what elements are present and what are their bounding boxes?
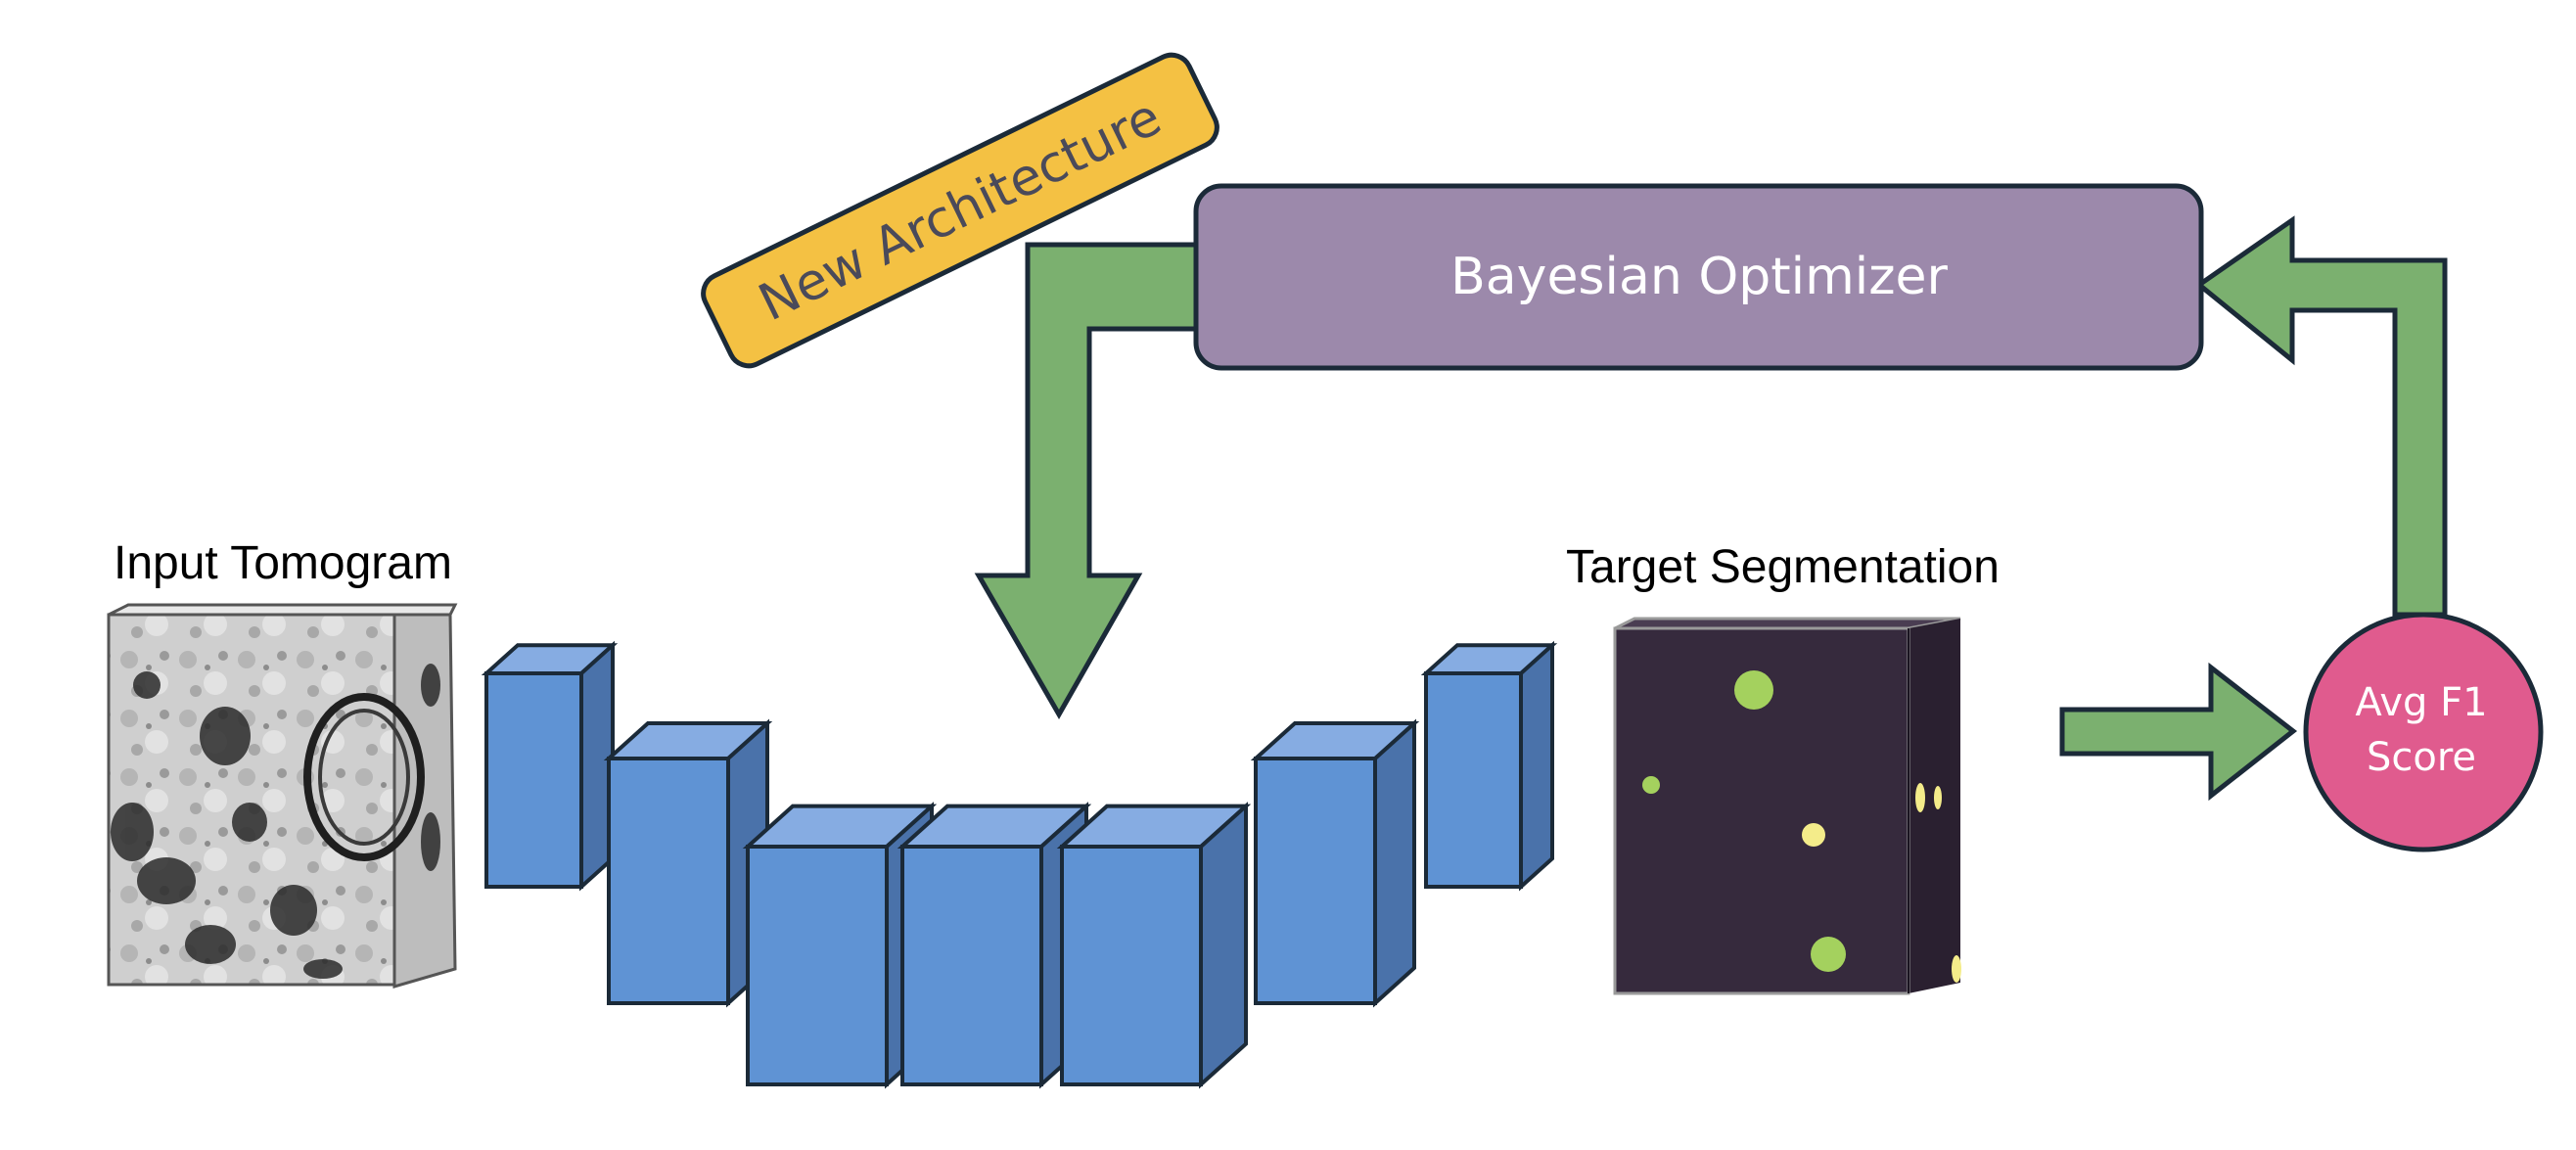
optimizer-box: Bayesian Optimizer [1193,183,2204,371]
particle-green [1734,670,1773,710]
score-label-line2: Score [2367,735,2476,780]
segmentation-particles [1642,670,1961,983]
unet-block-decoder-2 [1250,718,1420,1008]
unet-block-decoder-1 [1420,640,1558,892]
input-tomogram-label: Input Tomogram [114,537,452,589]
unet-network [481,640,1558,1089]
particle-green [1811,937,1846,972]
input-tomogram [107,603,458,989]
tomogram-dark-blobs [111,664,440,979]
target-segmentation-label: Target Segmentation [1566,541,2000,593]
unet-block-encoder-1 [481,640,619,892]
particle-yellow [1915,783,1925,812]
particle-yellow [1934,786,1942,809]
target-segmentation [1613,617,1961,995]
feedback-arrow [2194,215,2448,618]
unet-block-bottleneck [897,802,1092,1089]
evaluation-arrow [2059,662,2298,802]
particle-yellow [1952,955,1961,983]
optimizer-label: Bayesian Optimizer [1450,248,1948,306]
unet-block-encoder-2 [603,718,773,1008]
unet-block-encoder-3 [742,802,938,1089]
tomogram-membrane [303,693,425,861]
f1-score-node: Avg F1 Score [2303,612,2544,852]
unet-block-decoder-3 [1056,802,1252,1089]
new-architecture-arrow [974,242,1199,720]
score-label-line1: Avg F1 [2355,680,2487,725]
particle-green [1642,776,1660,794]
particle-yellow [1802,823,1825,847]
